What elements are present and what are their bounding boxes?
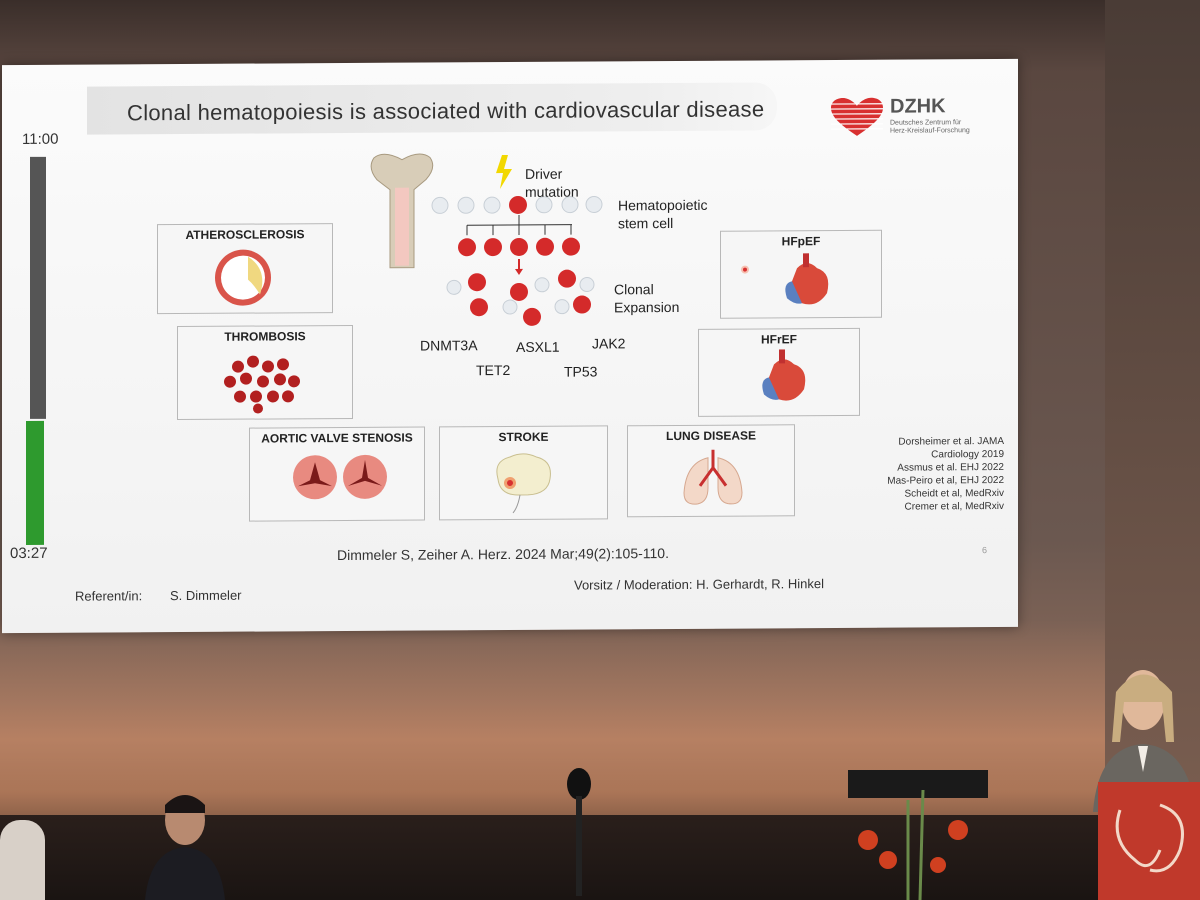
label-lung: LUNG DISEASE <box>665 428 756 444</box>
hematopoiesis-diagram <box>370 153 603 326</box>
gene-asxl1: ASXL1 <box>516 338 560 355</box>
box-lung: LUNG DISEASE <box>627 424 795 518</box>
clot-icon <box>224 355 300 414</box>
dzhk-heart-logo <box>831 97 883 136</box>
expansion-label: Expansion <box>614 298 680 316</box>
lightning-icon <box>496 155 512 190</box>
brain-icon <box>496 453 551 514</box>
clonal-label: Clonal <box>614 281 654 298</box>
presentation-slide: 11:00 03:27 Clonal hematopoiesis is asso… <box>2 58 1018 634</box>
mutation-label: mutation <box>525 183 579 200</box>
box-thrombosis: THROMBOSIS <box>177 324 353 421</box>
heart-hfpef-icon <box>741 253 829 305</box>
wall-light <box>0 620 1200 820</box>
hsc-label: Hematopoietic <box>618 196 708 214</box>
citation: Scheidt et al, MedRxiv <box>904 487 1005 500</box>
speaker-label: Referent/in: <box>75 588 143 604</box>
timer-bar-remaining <box>26 420 44 545</box>
gene-jak2: JAK2 <box>592 335 626 352</box>
driver-label: Driver <box>525 165 563 182</box>
gene-tp53: TP53 <box>564 363 598 380</box>
hsc-label-2: stem cell <box>618 215 674 232</box>
box-hfref: HFrEF <box>698 327 860 417</box>
audience-member-left <box>0 820 45 900</box>
heart-hfref-icon <box>762 349 806 401</box>
label-aortic-valve: AORTIC VALVE STENOSIS <box>261 430 413 446</box>
box-aortic-valve: AORTIC VALVE STENOSIS <box>249 426 425 522</box>
logo-subtitle: Deutsches Zentrum für Herz-Kreislauf-For… <box>890 119 970 135</box>
citation-list: Dorsheimer et al. JAMA Cardiology 2019 A… <box>844 435 1004 514</box>
timer-remaining: 03:27 <box>10 544 48 563</box>
page-number: 6 <box>982 545 988 556</box>
gene-dnmt3a: DNMT3A <box>420 337 478 354</box>
label-stroke: STROKE <box>498 429 549 445</box>
box-stroke: STROKE <box>439 425 608 521</box>
lungs-icon <box>683 449 743 505</box>
gene-tet2: TET2 <box>476 361 511 379</box>
label-hfpef: HFpEF <box>781 234 821 249</box>
speaker-name: S. Dimmeler <box>170 587 242 604</box>
reference: Dimmeler S, Zeiher A. Herz. 2024 Mar;49(… <box>337 545 669 564</box>
timer-elapsed: 11:00 <box>22 130 59 148</box>
label-atherosclerosis: ATHEROSCLEROSIS <box>185 227 305 242</box>
audience-member <box>145 795 225 900</box>
box-hfpef: HFpEF <box>720 229 882 319</box>
artery-icon <box>215 249 271 306</box>
flower-arrangement <box>848 770 988 900</box>
podium-heart-logo <box>1115 803 1184 873</box>
mutant-cells <box>458 237 580 257</box>
microphone-icon <box>567 768 591 896</box>
citation: Cremer et al, MedRxiv <box>904 500 1004 513</box>
stem-cells <box>431 195 603 214</box>
label-thrombosis: THROMBOSIS <box>224 329 306 344</box>
expanded-clone <box>446 269 595 326</box>
moderation-label: Vorsitz / Moderation: H. Gerhardt, R. Hi… <box>574 576 824 593</box>
valve-icon <box>293 454 387 500</box>
label-hfref: HFrEF <box>761 332 797 347</box>
logo-name: DZHK <box>890 95 946 118</box>
citation: Cardiology 2019 <box>931 448 1004 461</box>
citation: Dorsheimer et al. JAMA <box>898 435 1004 448</box>
bone-icon <box>370 153 434 269</box>
timer-bar-elapsed <box>30 156 46 419</box>
slide-title: Clonal hematopoiesis is associated with … <box>127 96 765 126</box>
citation: Mas-Peiro et al, EHJ 2022 <box>887 474 1004 487</box>
box-atherosclerosis: ATHEROSCLEROSIS <box>157 223 333 315</box>
citation: Assmus et al. EHJ 2022 <box>897 461 1004 474</box>
